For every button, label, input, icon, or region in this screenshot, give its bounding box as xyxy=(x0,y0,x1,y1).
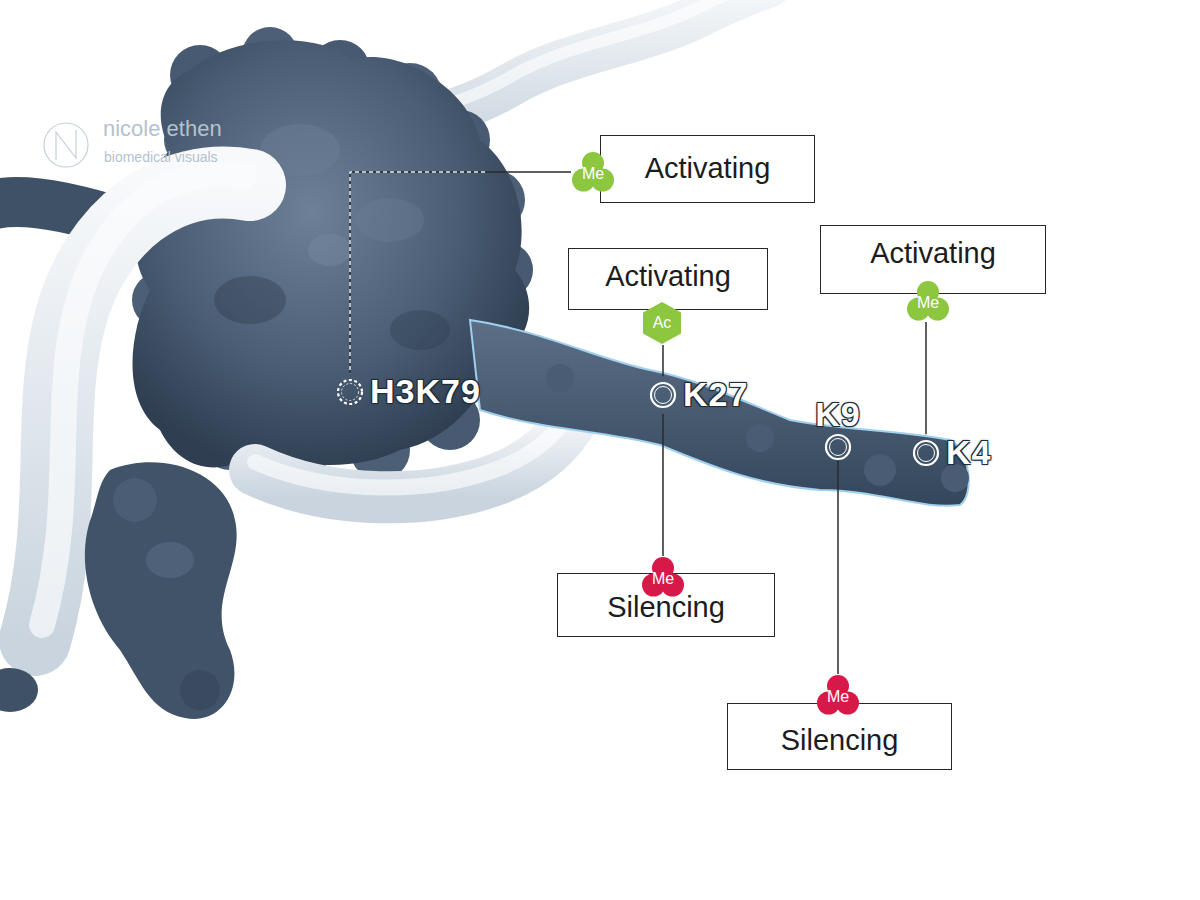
histone-core-part xyxy=(133,40,530,467)
leader-line xyxy=(662,345,664,376)
histone-core-part xyxy=(214,276,286,324)
histone-lower-lobe-part xyxy=(146,542,194,578)
lysine-residue-site: H3K79 xyxy=(336,373,481,410)
leader-line xyxy=(662,414,664,556)
modification-label-box: Activating xyxy=(568,248,768,310)
ring-outer xyxy=(914,441,938,465)
modification-label-box: Activating xyxy=(600,135,815,203)
ring-inner xyxy=(655,387,672,404)
ring-inner xyxy=(830,439,847,456)
ring-outer xyxy=(651,383,675,407)
lysine-residue-site: K4 xyxy=(912,434,991,471)
ring-outer xyxy=(338,380,362,404)
residue-ring xyxy=(336,378,364,406)
residue-label: K4 xyxy=(946,434,991,471)
group-label: Me xyxy=(827,689,849,705)
residue-label: K27 xyxy=(683,376,748,413)
hidden-site-dashes xyxy=(350,172,485,373)
lysine-residue-site: K27 xyxy=(649,376,748,413)
histone-lower-lobe-part xyxy=(85,462,237,719)
effect-label: Activating xyxy=(645,152,771,185)
residue-label: H3K79 xyxy=(370,373,481,410)
histone-core-part xyxy=(308,234,352,266)
methyl-group-symbol: Me xyxy=(571,151,615,193)
ring-inner xyxy=(918,445,935,462)
watermark-logo-part xyxy=(44,123,88,167)
modification-label-box: Silencing xyxy=(727,703,952,770)
histone-h3-tail-part xyxy=(746,424,774,452)
residue-ring xyxy=(912,439,940,467)
effect-label: Activating xyxy=(605,260,731,293)
histone-h3-tail xyxy=(470,320,969,506)
residue-label: K9 xyxy=(815,396,860,433)
residue-ring xyxy=(824,433,852,461)
histone-lower-lobe xyxy=(0,462,237,719)
effect-label: Activating xyxy=(870,237,996,270)
histone-core-part xyxy=(390,310,450,350)
group-label: Me xyxy=(582,166,604,182)
hexagon-shape xyxy=(643,302,681,344)
group-label: Ac xyxy=(653,315,672,331)
acetyl-group-symbol: Ac xyxy=(642,301,682,345)
histone-h3-tail-part xyxy=(470,320,969,506)
methyl-group-symbol: Me xyxy=(641,556,685,598)
watermark-logo xyxy=(44,123,88,167)
leader-line xyxy=(925,322,927,434)
group-label: Me xyxy=(917,295,939,311)
leader-line xyxy=(350,172,571,373)
watermark-text: biomedical visuals xyxy=(104,150,218,165)
histone-core xyxy=(132,27,533,483)
histone-h3-tail-part xyxy=(864,454,896,486)
methyl-group-symbol: Me xyxy=(906,280,950,322)
histone-lower-lobe-part xyxy=(180,670,220,710)
watermark-text: nicole ethen xyxy=(103,117,222,141)
residue-ring xyxy=(649,381,677,409)
histone-h3-tail-part xyxy=(546,364,574,392)
leader-line xyxy=(837,461,839,674)
effect-label: Silencing xyxy=(607,591,725,624)
ring-inner xyxy=(342,384,359,401)
histone-core-part xyxy=(356,198,424,242)
lysine-residue-site: K9 xyxy=(815,396,860,461)
watermark-logo-part xyxy=(56,130,76,160)
histone-lower-lobe-part xyxy=(0,668,38,712)
histone-lower-lobe-part xyxy=(113,478,157,522)
methyl-group-symbol: Me xyxy=(816,674,860,716)
effect-label: Silencing xyxy=(781,724,899,757)
ring-outer xyxy=(826,435,850,459)
group-label: Me xyxy=(652,571,674,587)
